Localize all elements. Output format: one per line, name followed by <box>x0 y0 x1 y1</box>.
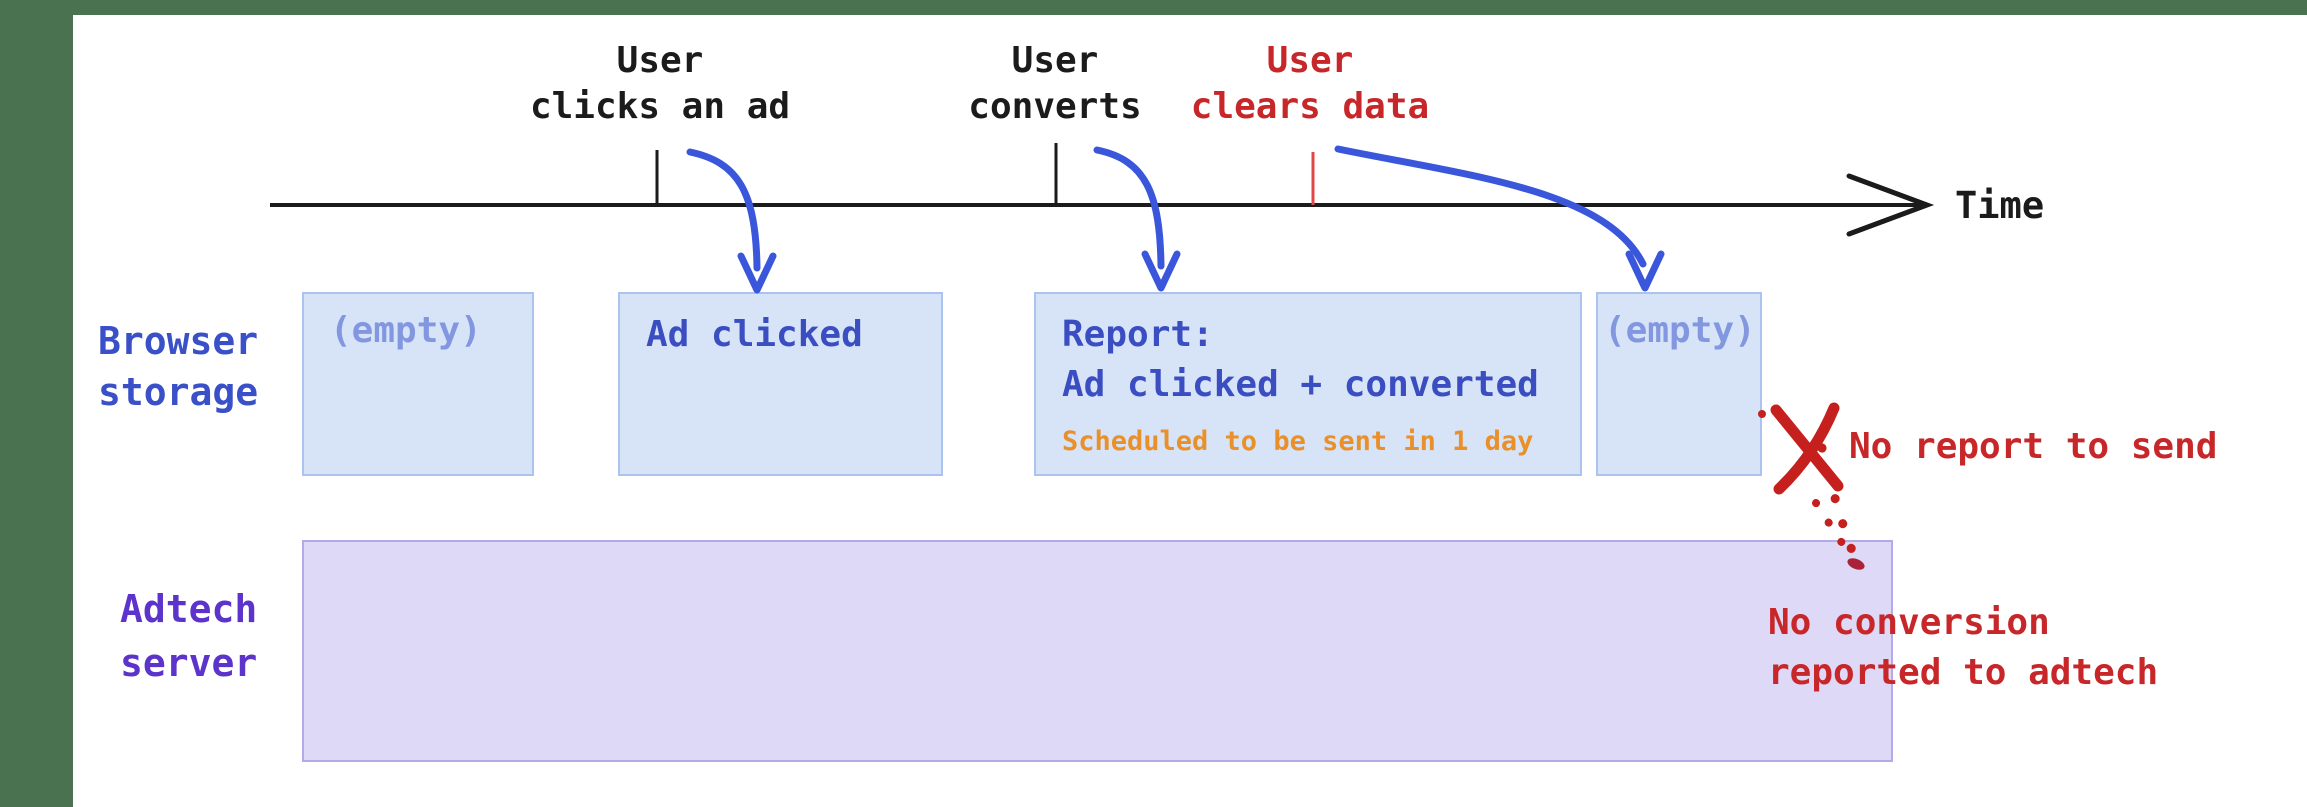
report-title: Report: <box>1062 314 1214 355</box>
event-label-line: User <box>1266 40 1354 81</box>
no-report-annotation: No report to send <box>1849 426 2218 467</box>
no-conversion-line: reported to adtech <box>1768 652 2159 693</box>
storage-box-text: (empty) <box>1604 310 1756 351</box>
storage-box-empty-2: (empty) <box>1596 292 1762 476</box>
storage-box-report: Report: Ad clicked + converted Scheduled… <box>1034 292 1582 476</box>
x-mark-icon <box>1758 402 1844 495</box>
storage-box-text: Ad clicked <box>646 314 863 355</box>
event-label-user-clears-data: User clears data <box>1165 38 1455 130</box>
frame-left-band <box>0 0 73 807</box>
frame-top-band <box>0 0 2307 15</box>
curved-arrow-head-convert <box>1141 250 1181 292</box>
curved-arrow-icon-convert <box>1093 146 1165 270</box>
report-schedule-note: Scheduled to be sent in 1 day <box>1062 426 1534 457</box>
row-label-line: storage <box>98 370 259 414</box>
row-label-line: Adtech <box>120 587 258 631</box>
row-label-line: server <box>120 641 258 685</box>
adtech-server-row-label: Adtech server <box>120 582 257 690</box>
event-label-line: clears data <box>1190 86 1430 127</box>
curved-arrow-head-click <box>737 252 777 294</box>
storage-box-text: (empty) <box>330 310 482 351</box>
timeline-arrowhead-icon <box>1846 173 1935 237</box>
event-label-user-clicks-ad: User clicks an ad <box>515 38 805 130</box>
curved-arrow-icon-clear <box>1334 145 1647 268</box>
row-label-line: Browser <box>98 319 259 363</box>
report-subtitle: Ad clicked + converted <box>1062 364 1539 405</box>
event-label-line: User <box>1011 40 1099 81</box>
storage-box-empty-1: (empty) <box>302 292 534 476</box>
event-label-line: User <box>616 40 704 81</box>
no-conversion-annotation: No conversion reported to adtech <box>1768 598 2158 698</box>
browser-storage-row-label: Browser storage <box>98 316 258 418</box>
curved-arrow-head-clear <box>1625 250 1665 292</box>
curved-arrow-icon-click <box>686 148 761 272</box>
time-axis-label: Time <box>1955 184 2045 227</box>
event-label-line: converts <box>968 86 1142 127</box>
event-label-user-converts: User converts <box>910 38 1200 130</box>
adtech-server-box <box>302 540 1893 762</box>
no-conversion-line: No conversion <box>1768 602 2050 643</box>
event-label-line: clicks an ad <box>529 86 791 127</box>
storage-box-ad-clicked: Ad clicked <box>618 292 943 476</box>
